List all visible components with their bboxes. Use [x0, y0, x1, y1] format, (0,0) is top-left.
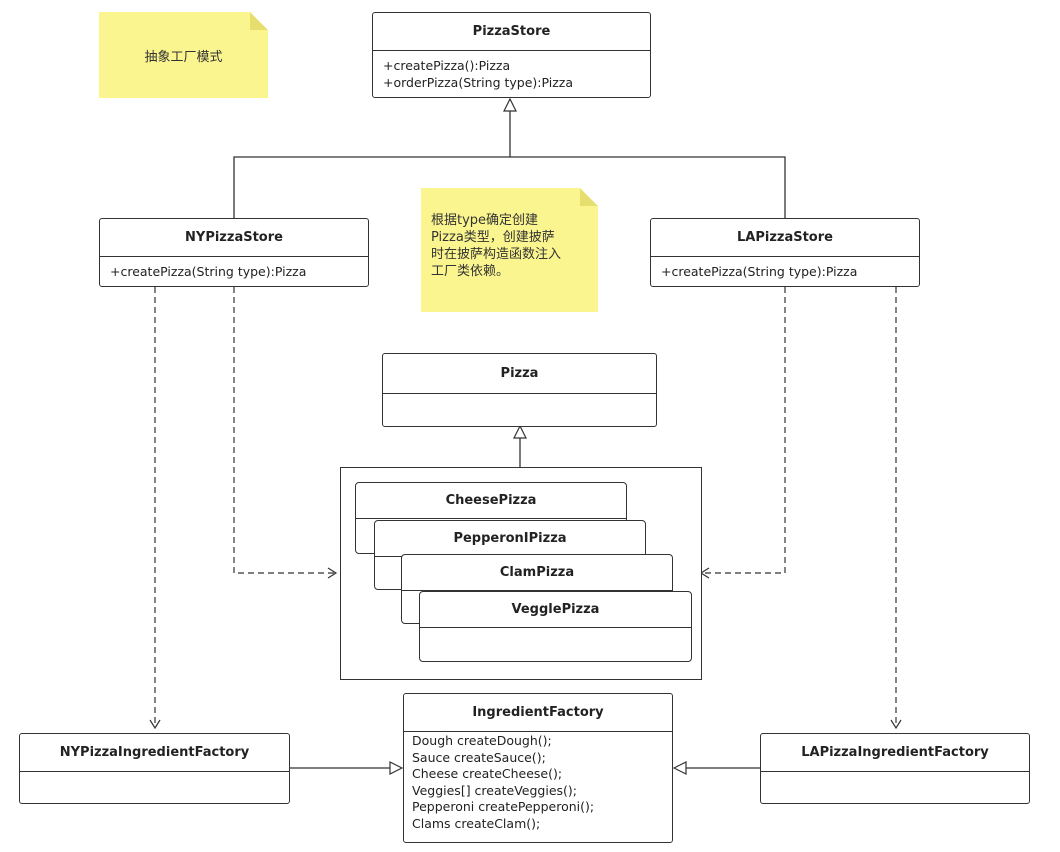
title-note: 抽象工厂模式 [99, 12, 268, 98]
pizzastore-method: +orderPizza(String type):Pizza [383, 75, 574, 90]
ingredientfactory-method: Sauce createSauce(); [412, 749, 546, 765]
nypizzaingredientfactory-class[interactable]: NYPizzaIngredientFactory [19, 733, 290, 804]
ingredientfactory-method: Dough createDough(); [412, 733, 552, 748]
ny-store-pizza-dependency [233, 287, 338, 579]
ny-store-inherit-line [233, 156, 510, 218]
info-note-line: 工厂类依赖。 [431, 264, 510, 279]
info-note-line: Pizza类型，创建披萨 [431, 230, 555, 245]
nypizzaingredientfactory-class-name: NYPizzaIngredientFactory [20, 734, 289, 772]
nypizzastore-method: +createPizza(String type):Pizza [110, 264, 307, 279]
clampizza-class-name: ClamPizza [402, 555, 672, 591]
pizzastore-class[interactable]: PizzaStore +createPizza():Pizza +orderPi… [372, 12, 651, 98]
info-note-line: 时在披萨构造函数注入 [431, 247, 562, 262]
pizzastore-method: +createPizza():Pizza [383, 58, 511, 73]
info-note: 根据type确定创建 Pizza类型，创建披萨 时在披萨构造函数注入 工厂类依赖… [421, 188, 598, 312]
info-note-line: 根据type确定创建 [431, 213, 539, 228]
ingredientfactory-method: Clams createClam(); [412, 815, 541, 831]
pepperonipizza-class-name: PepperonIPizza [375, 521, 645, 557]
title-note-text: 抽象工厂模式 [144, 49, 223, 65]
lapizzastore-class-name: LAPizzaStore [651, 219, 919, 257]
pizza-class[interactable]: Pizza [382, 353, 657, 427]
ingredientfactory-method: Pepperoni createPepperoni(); [412, 799, 595, 814]
lapizzaingredientfactory-class-name: LAPizzaIngredientFactory [761, 734, 1029, 772]
pizzastore-class-name: PizzaStore [373, 13, 650, 51]
vegglepizza-class-name: VegglePizza [420, 592, 691, 628]
lapizzaingredientfactory-class[interactable]: LAPizzaIngredientFactory [760, 733, 1030, 804]
nypizzastore-class-name: NYPizzaStore [100, 219, 368, 257]
ingredientfactory-class-name: IngredientFactory [404, 694, 672, 732]
la-store-inherit-line [510, 156, 786, 218]
note-fold-icon [250, 12, 268, 30]
lapizzastore-method: +createPizza(String type):Pizza [661, 264, 858, 279]
vegglepizza-class[interactable]: VegglePizza [419, 591, 692, 662]
ingredientfactory-class[interactable]: IngredientFactory Dough createDough(); S… [403, 693, 673, 843]
la-store-pizza-dependency [699, 287, 786, 579]
pizza-class-name: Pizza [383, 354, 656, 394]
lapizzastore-class[interactable]: LAPizzaStore +createPizza(String type):P… [650, 218, 920, 287]
nypizzastore-class[interactable]: NYPizzaStore +createPizza(String type):P… [99, 218, 369, 287]
cheesepizza-class-name: CheesePizza [356, 483, 626, 519]
ingredientfactory-method: Veggies[] createVeggies(); [412, 782, 578, 798]
ingredientfactory-method: Cheese createCheese(); [412, 766, 563, 781]
note-fold-icon [580, 188, 598, 206]
